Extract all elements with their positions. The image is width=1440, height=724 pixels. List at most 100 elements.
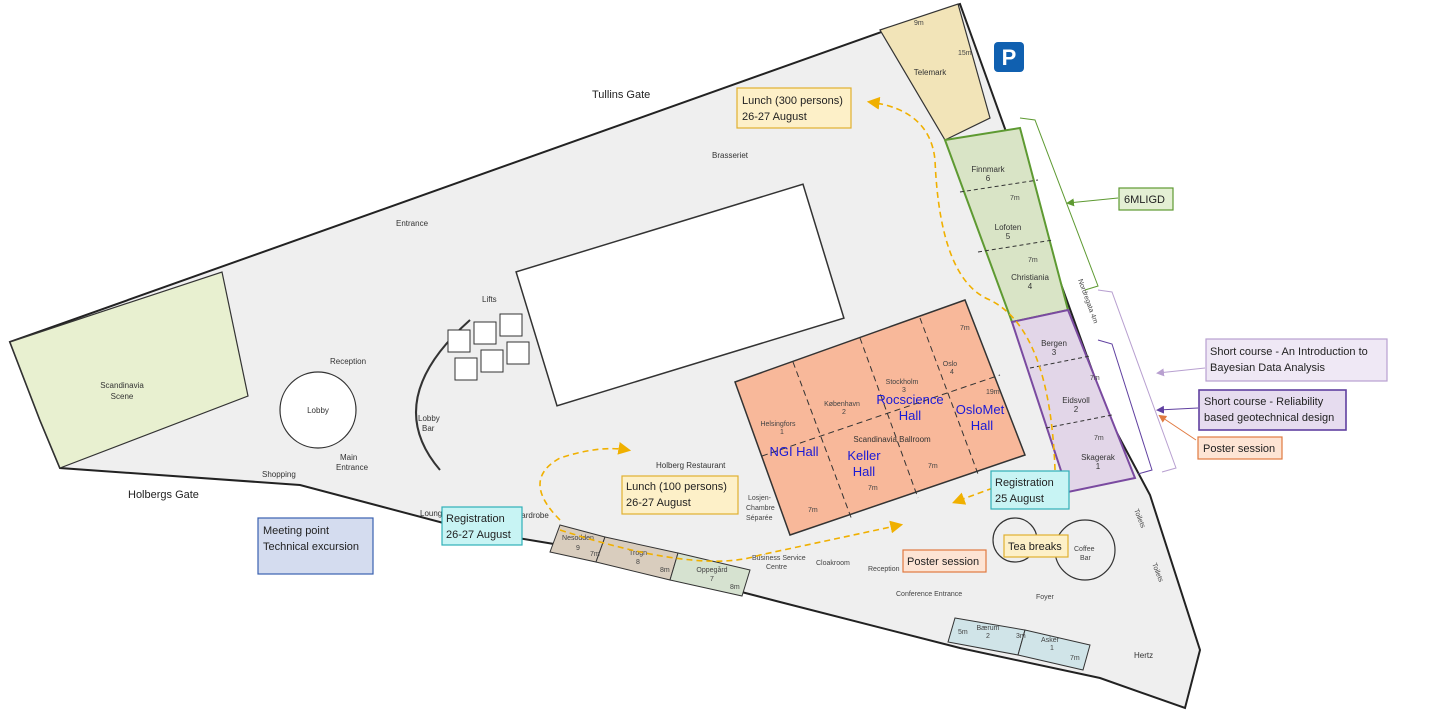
room-eidsvoll-label: Eidsvoll — [1062, 396, 1090, 405]
room-finnmark-label: Finnmark — [971, 165, 1005, 174]
reg2627-line1: Registration — [446, 513, 505, 525]
callout-poster-main: Poster session — [902, 549, 987, 573]
entrance-label: Entrance — [396, 219, 429, 228]
baerum-dim-w: 5m — [958, 629, 968, 636]
lifts-grid — [447, 313, 530, 381]
telemark-height: 15m — [958, 50, 972, 57]
lunch100-line2: 26-27 August — [626, 497, 691, 509]
reliability-line1: Short course - Reliability — [1204, 396, 1324, 408]
room-helsingfors-num: 1 — [780, 429, 784, 436]
coffee-bar-label: Coffee — [1074, 546, 1095, 553]
callout-6mligd: 6MLIGD — [1118, 187, 1174, 211]
room-eidsvoll-num: 2 — [1074, 405, 1079, 414]
rocscience-hall-label: Rocscience — [876, 392, 943, 407]
callout-meeting-point: Meeting point Technical excursion — [257, 517, 374, 575]
room-finnmark-num: 6 — [986, 174, 991, 183]
room-oppegard-num: 7 — [710, 576, 714, 583]
room-asker — [1017, 629, 1091, 671]
reception-label: Reception — [330, 357, 366, 366]
tea-text: Tea breaks — [1008, 541, 1062, 553]
trogn-dim: 8m — [660, 567, 670, 574]
nesodden-dim: 7m — [590, 551, 600, 558]
path-corridor — [559, 520, 904, 562]
callout-short-course-reliability: Short course - Reliability based geotech… — [1198, 389, 1347, 431]
lunch300-line2: 26-27 August — [742, 111, 807, 123]
ballroom-dim-2: 7m — [868, 485, 878, 492]
holberg-restaurant-label: Holberg Restaurant — [656, 461, 726, 470]
ballroom-dim-3: 7m — [808, 507, 818, 514]
ballroom-label: Scandinavia Ballroom — [853, 435, 931, 444]
lifts-label: Lifts — [482, 295, 497, 304]
foyer-label: Foyer — [1036, 594, 1055, 601]
parking-icon: P — [1002, 45, 1017, 70]
reg2627-line2: 26-27 August — [446, 529, 511, 541]
bayes-line1: Short course - An Introduction to — [1210, 346, 1368, 358]
room-stockholm-label: Stockholm — [886, 379, 919, 386]
hertz-label: Hertz — [1134, 651, 1153, 660]
business-label-2: Centre — [766, 564, 787, 571]
room-oslo-num: 4 — [950, 369, 954, 376]
oslomet-hall-label-2: Hall — [971, 418, 994, 433]
room-telemark-label: Telemark — [914, 68, 947, 77]
brasseriet-label: Brasseriet — [712, 151, 749, 160]
main-entrance-label-2: Entrance — [336, 463, 369, 472]
mligd-text: 6MLIGD — [1124, 194, 1165, 206]
room-baerum-label: Bærum — [977, 625, 1000, 632]
room-trogn-num: 8 — [636, 559, 640, 566]
asker-dim: 7m — [1070, 655, 1080, 662]
meeting-line2: Technical excursion — [263, 541, 359, 553]
room-christiania-num: 4 — [1028, 282, 1033, 291]
room-bergen-num: 3 — [1052, 348, 1057, 357]
room-oppegard — [669, 552, 751, 597]
poster-side-text: Poster session — [1203, 443, 1275, 455]
courtyard — [515, 183, 845, 407]
bracket-bayes — [1097, 289, 1177, 473]
callout-poster-side: Poster session — [1197, 436, 1283, 460]
telemark-width: 9m — [914, 20, 924, 27]
lobby-bar-label: Lobby — [418, 414, 440, 423]
bergen-dim: 7m — [1090, 375, 1100, 382]
reliability-line2: based geotechnical design — [1204, 412, 1334, 424]
room-asker-num: 1 — [1050, 645, 1054, 652]
keller-hall-label-2: Hall — [853, 464, 876, 479]
lobby-label: Lobby — [307, 406, 329, 415]
oslomet-hall-label: OsloMet — [956, 402, 1005, 417]
lobby-circle — [279, 371, 357, 449]
lobby-bar-label-2: Bar — [422, 424, 435, 433]
street-holbergs: Holbergs Gate — [128, 489, 199, 501]
lunch300-line1: Lunch (300 persons) — [742, 95, 843, 107]
coffee-bar-label-2: Bar — [1080, 555, 1092, 562]
room-lofoten-label: Lofoten — [995, 223, 1022, 232]
losjen-label-3: Séparée — [746, 515, 773, 522]
path-lunch-300 — [866, 96, 1056, 471]
room-stockholm-num: 3 — [902, 387, 906, 394]
ballroom-dim-side: 19m — [986, 389, 1000, 396]
baerum-dim-h: 3m — [1016, 633, 1026, 640]
rocscience-hall-label-2: Hall — [899, 408, 922, 423]
business-label: Business Service — [752, 555, 806, 562]
callout-lunch-300: Lunch (300 persons) 26-27 August — [736, 87, 852, 129]
lounge-label: Lounge — [420, 509, 447, 518]
finnmark-dim: 7m — [1010, 195, 1020, 202]
room-baerum-num: 2 — [986, 633, 990, 640]
purple-rooms-block — [1010, 308, 1137, 494]
scandinavia-scene-label: Scandinavia — [100, 381, 144, 390]
scandinavia-scene-label-2: Scene — [111, 392, 134, 401]
street-norregata: Nordregata 4m — [1076, 278, 1099, 324]
poster-main-text: Poster session — [907, 556, 979, 568]
wardrobe-label: Wardrobe — [514, 511, 549, 520]
room-helsingfors-label: Helsingfors — [760, 421, 796, 428]
street-tullins: Tullins Gate — [592, 89, 650, 101]
ngi-hall-label: NGI Hall — [769, 444, 818, 459]
room-bergen-label: Bergen — [1041, 339, 1067, 348]
reception-2-label: Reception — [868, 566, 900, 573]
ballroom-dim-top: 7m — [960, 325, 970, 332]
callout-registration-26-27: Registration 26-27 August — [441, 506, 523, 546]
room-skagerak-label: Skagerak — [1081, 453, 1116, 462]
callout-registration-25: Registration 25 August — [990, 470, 1070, 510]
scandinavia-scene-area — [9, 271, 249, 469]
room-kobenhavn-num: 2 — [842, 409, 846, 416]
eidsvoll-dim: 7m — [1094, 435, 1104, 442]
